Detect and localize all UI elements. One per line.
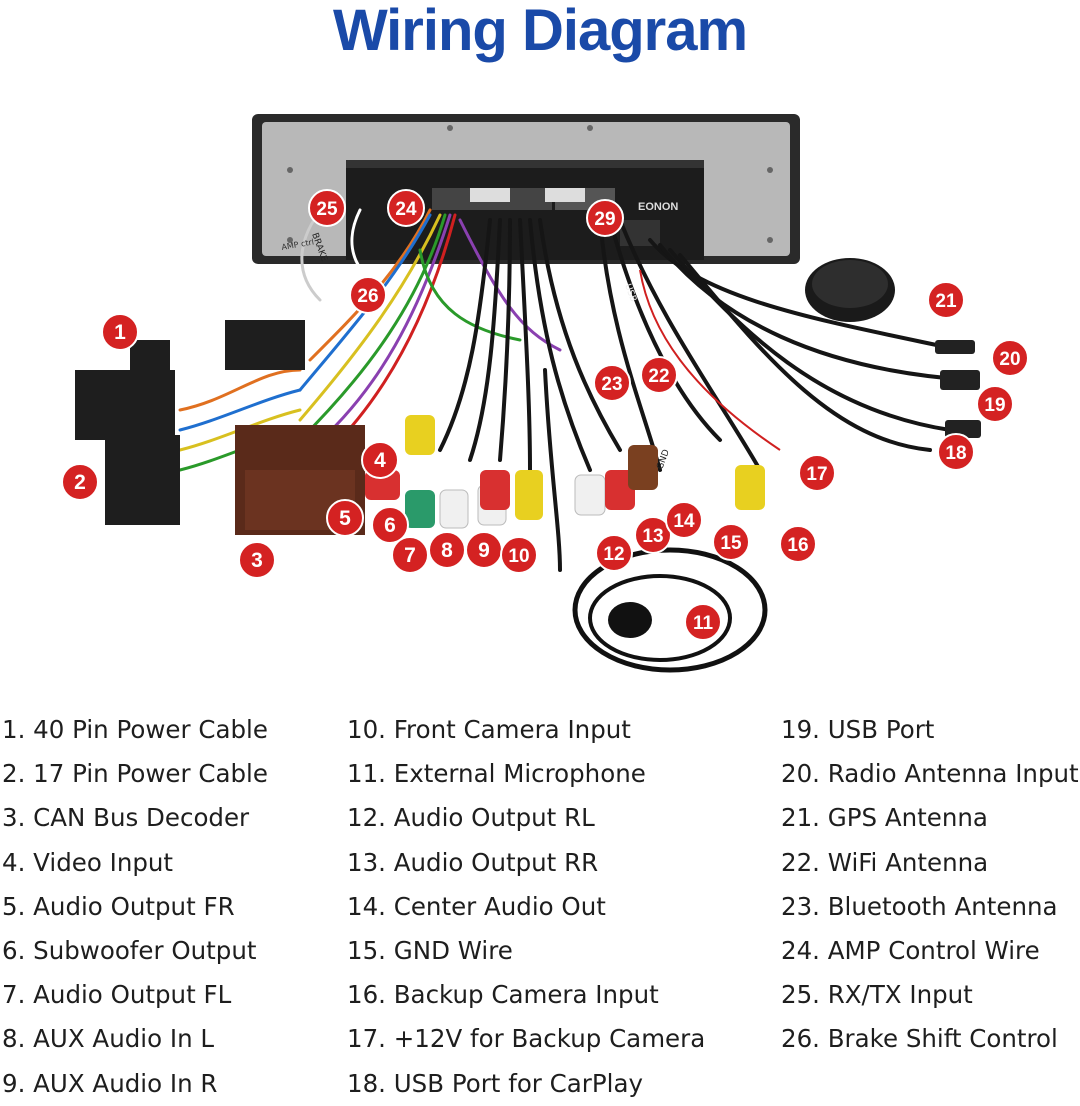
legend-column-2: 10. Front Camera Input 11. External Micro… (347, 708, 705, 1106)
legend-item: 16. Backup Camera Input (347, 980, 659, 1010)
legend-item: 18. USB Port for CarPlay (347, 1068, 643, 1098)
usb-label: USB (622, 283, 638, 304)
callout-badge-label: 17 (806, 464, 827, 485)
callout-badge-23: 23 (593, 364, 631, 402)
callout-badge-label: 6 (384, 514, 396, 537)
rca-plugs (365, 415, 765, 529)
callout-badge-29: 29 (586, 199, 624, 237)
callout-badge-label: 24 (395, 199, 417, 220)
callout-badge-14: 14 (665, 501, 703, 539)
callout-badge-label: 19 (984, 395, 1005, 416)
callout-badge-16: 16 (779, 525, 817, 563)
callout-badge-3: 3 (238, 541, 276, 579)
callout-badge-label: 4 (374, 449, 386, 472)
legend-item: 8. AUX Audio In L (2, 1024, 215, 1054)
legend-item: 10. Front Camera Input (347, 715, 631, 744)
legend-item: 6. Subwoofer Output (2, 935, 257, 965)
callout-badge-label: 29 (594, 209, 615, 230)
callout-badge-label: 1 (114, 321, 126, 344)
legend-item: 24. AMP Control Wire (781, 935, 1040, 965)
callout-badge-18: 18 (937, 433, 975, 471)
callout-badge-22: 22 (640, 356, 678, 394)
callout-badge-26: 26 (349, 276, 387, 314)
callout-badge-label: 5 (339, 507, 351, 530)
callout-badge-10: 10 (500, 536, 538, 574)
legend: 1. 40 Pin Power Cable 2. 17 Pin Power Cab… (0, 708, 1080, 1101)
callout-badge-label: 16 (787, 535, 808, 556)
legend-item: 1. 40 Pin Power Cable (2, 715, 268, 744)
legend-item: 22. WiFi Antenna (781, 847, 989, 877)
callout-badge-label: 18 (945, 443, 966, 464)
callout-badge-label: 9 (478, 539, 490, 562)
legend-item: 12. Audio Output RL (347, 803, 595, 833)
callout-badge-5: 5 (326, 499, 364, 537)
callout-badge-label: 15 (720, 533, 742, 554)
callout-badge-2: 2 (61, 463, 99, 501)
power-plug-40pin (75, 370, 175, 440)
legend-item: 14. Center Audio Out (347, 891, 606, 921)
callout-badge-7: 7 (391, 536, 429, 574)
legend-item: 5. Audio Output FR (2, 891, 235, 921)
legend-item: 19. USB Port (781, 715, 935, 744)
microphone-cable (572, 547, 768, 673)
callout-badge-label: 8 (441, 539, 453, 562)
callout-badge-1: 1 (101, 313, 139, 351)
callout-badge-label: 7 (404, 544, 416, 567)
wiring-diagram: EONON (61, 114, 1029, 673)
callout-badge-label: 25 (316, 199, 338, 220)
callout-badge-label: 21 (935, 291, 957, 312)
legend-item: 15. GND Wire (347, 935, 513, 965)
legend-item: 21. GPS Antenna (781, 803, 988, 833)
legend-column-3: 19. USB Port 20. Radio Antenna Input 21. G… (781, 708, 1079, 1062)
callout-badge-15: 15 (712, 523, 750, 561)
callout-badge-8: 8 (428, 531, 466, 569)
callout-badge-label: 10 (508, 546, 529, 567)
legend-item: 4. Video Input (2, 847, 174, 877)
callout-badge-13: 13 (634, 516, 672, 554)
callout-badge-label: 14 (673, 511, 695, 532)
callout-badge-label: 22 (648, 366, 669, 387)
callout-badge-21: 21 (927, 281, 965, 319)
callout-badge-4: 4 (361, 441, 399, 479)
page-title: Wiring Diagram (332, 0, 748, 63)
legend-item: 23. Bluetooth Antenna (781, 891, 1058, 921)
brand-label: EONON (638, 201, 678, 213)
callout-badge-label: 26 (357, 286, 378, 307)
callout-badge-11: 11 (684, 603, 722, 641)
callout-badge-label: 12 (603, 544, 624, 565)
callout-badge-25: 25 (308, 189, 346, 227)
callout-badge-6: 6 (371, 506, 409, 544)
callout-badge-9: 9 (465, 531, 503, 569)
callout-badge-17: 17 (798, 454, 836, 492)
callout-badge-label: 13 (642, 526, 663, 547)
legend-item: 7. Audio Output FL (2, 980, 232, 1010)
microphone (608, 602, 652, 638)
callout-badge-label: 3 (251, 549, 263, 572)
legend-item: 13. Audio Output RR (347, 847, 599, 877)
legend-item: 9. AUX Audio In R (2, 1068, 218, 1098)
legend-column-1: 1. 40 Pin Power Cable 2. 17 Pin Power Cab… (2, 708, 268, 1106)
power-plug-17pin (105, 435, 180, 525)
callout-badge-label: 2 (74, 471, 86, 494)
legend-item: 2. 17 Pin Power Cable (2, 759, 268, 789)
callout-badge-label: 23 (601, 374, 622, 395)
callout-badge-20: 20 (991, 339, 1029, 377)
callout-badge-24: 24 (387, 189, 425, 227)
callout-badge-12: 12 (595, 534, 633, 572)
legend-item: 17. +12V for Backup Camera (347, 1024, 706, 1054)
callout-badge-label: 20 (999, 349, 1020, 370)
legend-item: 26. Brake Shift Control (781, 1024, 1058, 1054)
legend-item: 20. Radio Antenna Input (781, 759, 1079, 789)
legend-item: 25. RX/TX Input (781, 980, 973, 1010)
legend-item: 11. External Microphone (347, 759, 646, 789)
callout-badge-19: 19 (976, 385, 1014, 423)
legend-item: 3. CAN Bus Decoder (2, 803, 250, 833)
callout-badge-label: 11 (693, 613, 714, 634)
